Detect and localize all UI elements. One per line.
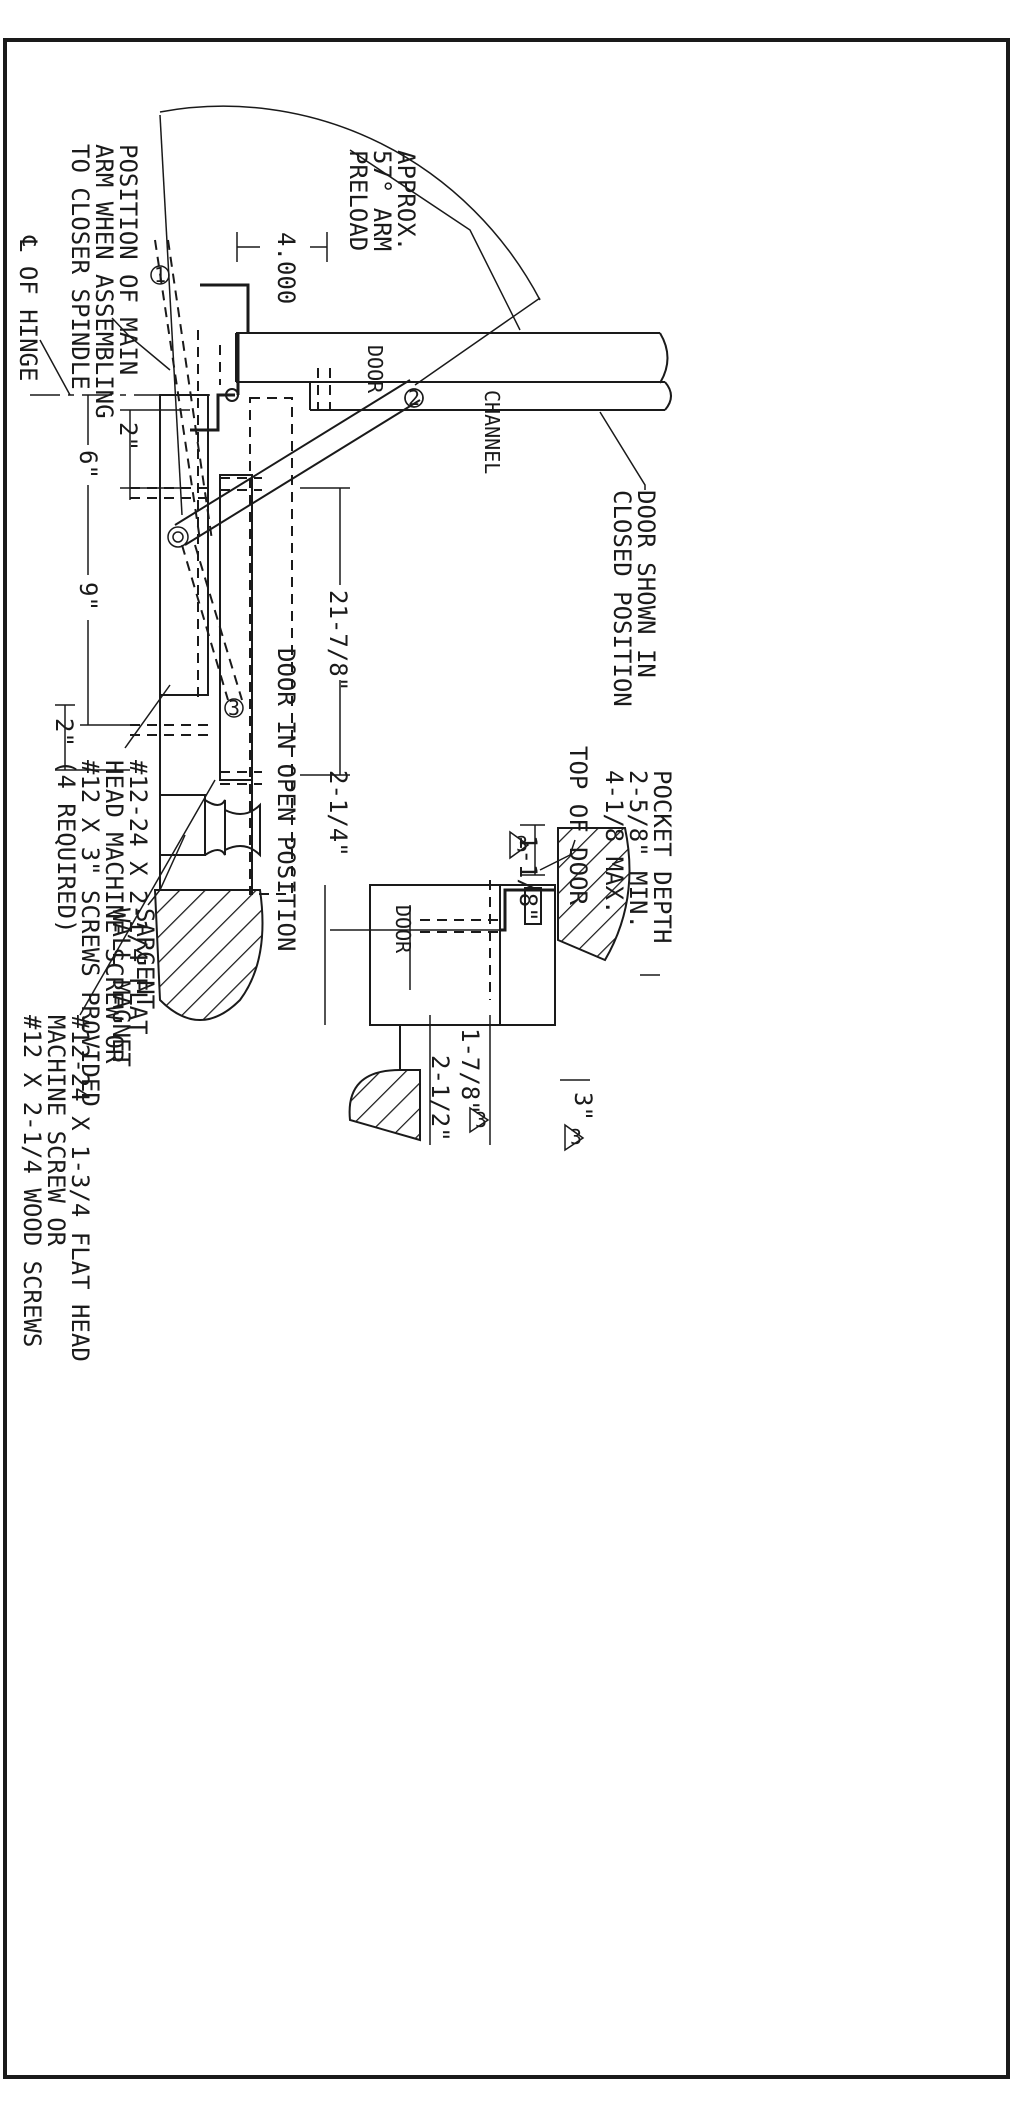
svg-text:21-7/8": 21-7/8": [324, 590, 352, 691]
svg-text:2: 2: [408, 386, 420, 410]
door-closed-label: DOOR SHOWN INCLOSED POSITION: [599, 411, 660, 707]
screw-note-1: #12-24 X 2-1/4 FLATHEAD MACHINE SCREW OR…: [52, 684, 171, 1107]
svg-text:4.000: 4.000: [272, 232, 300, 304]
door-open-label: DOOR IN OPEN POSITION: [272, 648, 300, 951]
drawing-border: [3, 38, 1010, 2079]
svg-text:2-1/4": 2-1/4": [324, 770, 352, 857]
svg-text:2-1/2": 2-1/2": [426, 1055, 454, 1142]
svg-text:3": 3": [569, 1092, 597, 1121]
svg-text:3: 3: [570, 1125, 582, 1149]
dim-3: 3": [560, 1079, 597, 1121]
arm-marker-2: 2: [404, 386, 424, 410]
dim-2-top: 2": [114, 409, 190, 500]
dim-6: 6": [74, 395, 102, 530]
dim-21-7-8: 21-7/8": [300, 487, 352, 776]
svg-text:SARGENTWALL MAGNET: SARGENTWALL MAGNET: [107, 908, 159, 1067]
svg-text:POCKET DEPTH2-5/8" MIN.4-1/8 M: POCKET DEPTH2-5/8" MIN.4-1/8 MAX.: [600, 770, 676, 943]
svg-text:DOOR SHOWN INCLOSED POSITION: DOOR SHOWN INCLOSED POSITION: [608, 490, 660, 707]
dim-1-1-8: 1-1/8": [514, 824, 545, 922]
hinge-centerline: ℄ OF HINGE: [14, 235, 210, 396]
svg-text:APPROX.57° ARMPRELOAD: APPROX.57° ARMPRELOAD: [344, 150, 420, 251]
svg-text:#12-24 X 2-1/4 FLATHEAD MACHIN: #12-24 X 2-1/4 FLATHEAD MACHINE SCREW OR…: [52, 760, 152, 1107]
dim-2-1-4: 2-1/4": [324, 770, 352, 1025]
svg-text:2": 2": [50, 718, 78, 747]
svg-text:1-1/8": 1-1/8": [514, 835, 542, 922]
revision-triangle-1: 3: [509, 830, 530, 860]
pocket-door-label: DOOR: [391, 905, 415, 954]
closer-arm: [167, 297, 541, 548]
preload-arc: [159, 105, 541, 301]
door-frame-stop: [190, 283, 250, 432]
svg-text:3: 3: [516, 832, 528, 856]
closer-screws: [130, 477, 262, 785]
top-of-door-label: TOP OF DOOR: [539, 746, 592, 905]
svg-text:9": 9": [74, 582, 102, 611]
wall-hatch: [153, 889, 264, 1021]
dim-9: 9": [74, 530, 130, 726]
sargent-magnet-label: SARGENTWALL MAGNET: [107, 834, 186, 1067]
dim-1-7-8: 1-7/8": [456, 1024, 500, 1115]
dim-2-bottom: 2": [50, 704, 130, 771]
preload-label: APPROX.57° ARMPRELOAD: [344, 150, 420, 251]
revision-triangle-2: 3: [469, 1106, 490, 1134]
pocket-detail: [330, 827, 631, 1142]
svg-text:6": 6": [74, 450, 102, 479]
main-arm-position-label: POSITION OF MAINARM WHEN ASSEMBLINGTO CL…: [66, 144, 171, 419]
screw-note-2: #12-24 X 1-3/4 FLAT HEADMACHINE SCREW OR…: [18, 779, 216, 1362]
channel-label: CHANNEL: [480, 390, 504, 474]
dim-4000: 4.000: [236, 232, 328, 304]
svg-text:1-7/8": 1-7/8": [456, 1028, 484, 1115]
arm-marker-3: 3: [224, 696, 244, 720]
svg-text:3: 3: [228, 696, 240, 720]
dim-2-1-2: 2-1/2": [426, 1015, 491, 1145]
svg-text:#12-24 X 1-3/4 FLAT HEADMACHIN: #12-24 X 1-3/4 FLAT HEADMACHINE SCREW OR…: [18, 1015, 94, 1362]
wall-magnet: [159, 794, 261, 858]
open-door: [159, 330, 293, 895]
svg-text:POSITION OF MAINARM WHEN ASSEM: POSITION OF MAINARM WHEN ASSEMBLINGTO CL…: [66, 144, 142, 419]
pocket-depth-label: POCKET DEPTH2-5/8" MIN.4-1/8 MAX.: [600, 770, 676, 976]
revision-triangle-3: 3: [564, 1123, 585, 1152]
door-label: DOOR: [363, 345, 387, 394]
svg-text:2": 2": [114, 422, 142, 451]
svg-text:℄ OF HINGE: ℄ OF HINGE: [14, 235, 42, 381]
svg-text:TOP OF DOOR: TOP OF DOOR: [564, 746, 592, 905]
closed-door: [235, 332, 672, 411]
svg-text:3: 3: [475, 1108, 487, 1132]
